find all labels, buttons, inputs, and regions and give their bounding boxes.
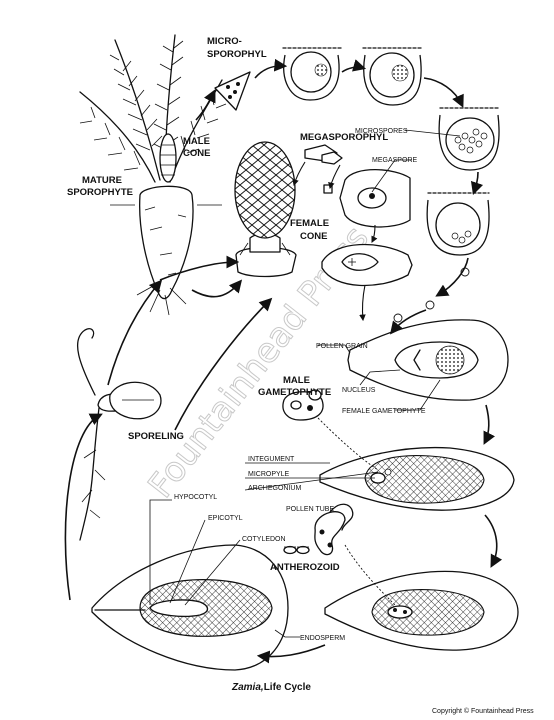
label-male-gam-1: MALE: [283, 375, 310, 386]
label-male-cone-1: MALE: [183, 136, 210, 147]
label-nucleus: NUCLEUS: [342, 387, 376, 394]
male-gametophyte: [282, 389, 324, 421]
fertilized-ovule: [324, 570, 519, 651]
figure-title: Zamia,Life Cycle: [231, 682, 311, 693]
label-microspores: MICROSPORES: [355, 128, 408, 135]
label-antherozoid: ANTHEROZOID: [270, 562, 340, 573]
megasporophyll: [304, 144, 343, 194]
ovule-megaspore: [339, 169, 411, 228]
label-leaders: [149, 129, 461, 638]
label-female-cone-1: FEMALE: [290, 218, 329, 229]
microsporangium-2: [362, 47, 423, 106]
label-archegonium: ARCHEGONIUM: [248, 485, 301, 492]
pollen-tube: [314, 503, 354, 556]
pollinated-ovule: [347, 319, 509, 401]
seed: [91, 544, 289, 671]
mature-sporophyte-plant: [79, 34, 227, 316]
label-micropyle: MICROPYLE: [248, 471, 290, 478]
label-male-cone-2: CONE: [183, 148, 210, 159]
label-mature-1: MATURE: [82, 175, 122, 186]
label-mature-2: SPOROPHYTE: [67, 187, 133, 198]
label-female-gametophyte: FEMALE GAMETOPHYTE: [342, 408, 426, 415]
label-sporophyl: SPOROPHYL: [207, 49, 267, 60]
label-micro: MICRO-: [207, 36, 242, 47]
microsporangium-1: [282, 47, 342, 101]
title-rest: Life Cycle: [264, 682, 312, 693]
label-female-cone-2: CONE: [300, 231, 327, 242]
sporeling: [76, 328, 162, 541]
female-cone: [234, 141, 297, 278]
label-endosperm: ENDOSPERM: [300, 635, 345, 642]
label-megasporophyll: MEGASPOROPHYL: [300, 132, 388, 143]
microsporangium-3: [438, 107, 501, 171]
label-hypocotyl: HYPOCOTYL: [174, 494, 217, 501]
label-megaspore: MEGASPORE: [372, 157, 417, 164]
label-male-gam-2: GAMETOPHYTE: [258, 387, 331, 398]
label-epicotyl: EPICOTYL: [208, 515, 243, 522]
ovule-archegonium: [319, 446, 515, 511]
dotted-leader-1: [317, 417, 379, 471]
title-italic: Zamia,: [231, 682, 264, 693]
label-integument: INTEGUMENT: [248, 456, 295, 463]
antherozoids: [283, 545, 310, 555]
microsporophyll: [214, 71, 251, 111]
copyright: Copyright © Fountainhead Press: [432, 707, 534, 715]
label-cotyledon: COTYLEDON: [242, 536, 286, 543]
microsporangium-4: [426, 192, 490, 256]
young-ovule: [321, 243, 413, 287]
cycle-arrows: [64, 58, 503, 664]
label-sporeling: SPORELING: [128, 431, 184, 442]
label-pollen-tube: POLLEN TUBE: [286, 506, 334, 513]
label-pollen-grain: POLLEN GRAIN: [316, 343, 368, 350]
